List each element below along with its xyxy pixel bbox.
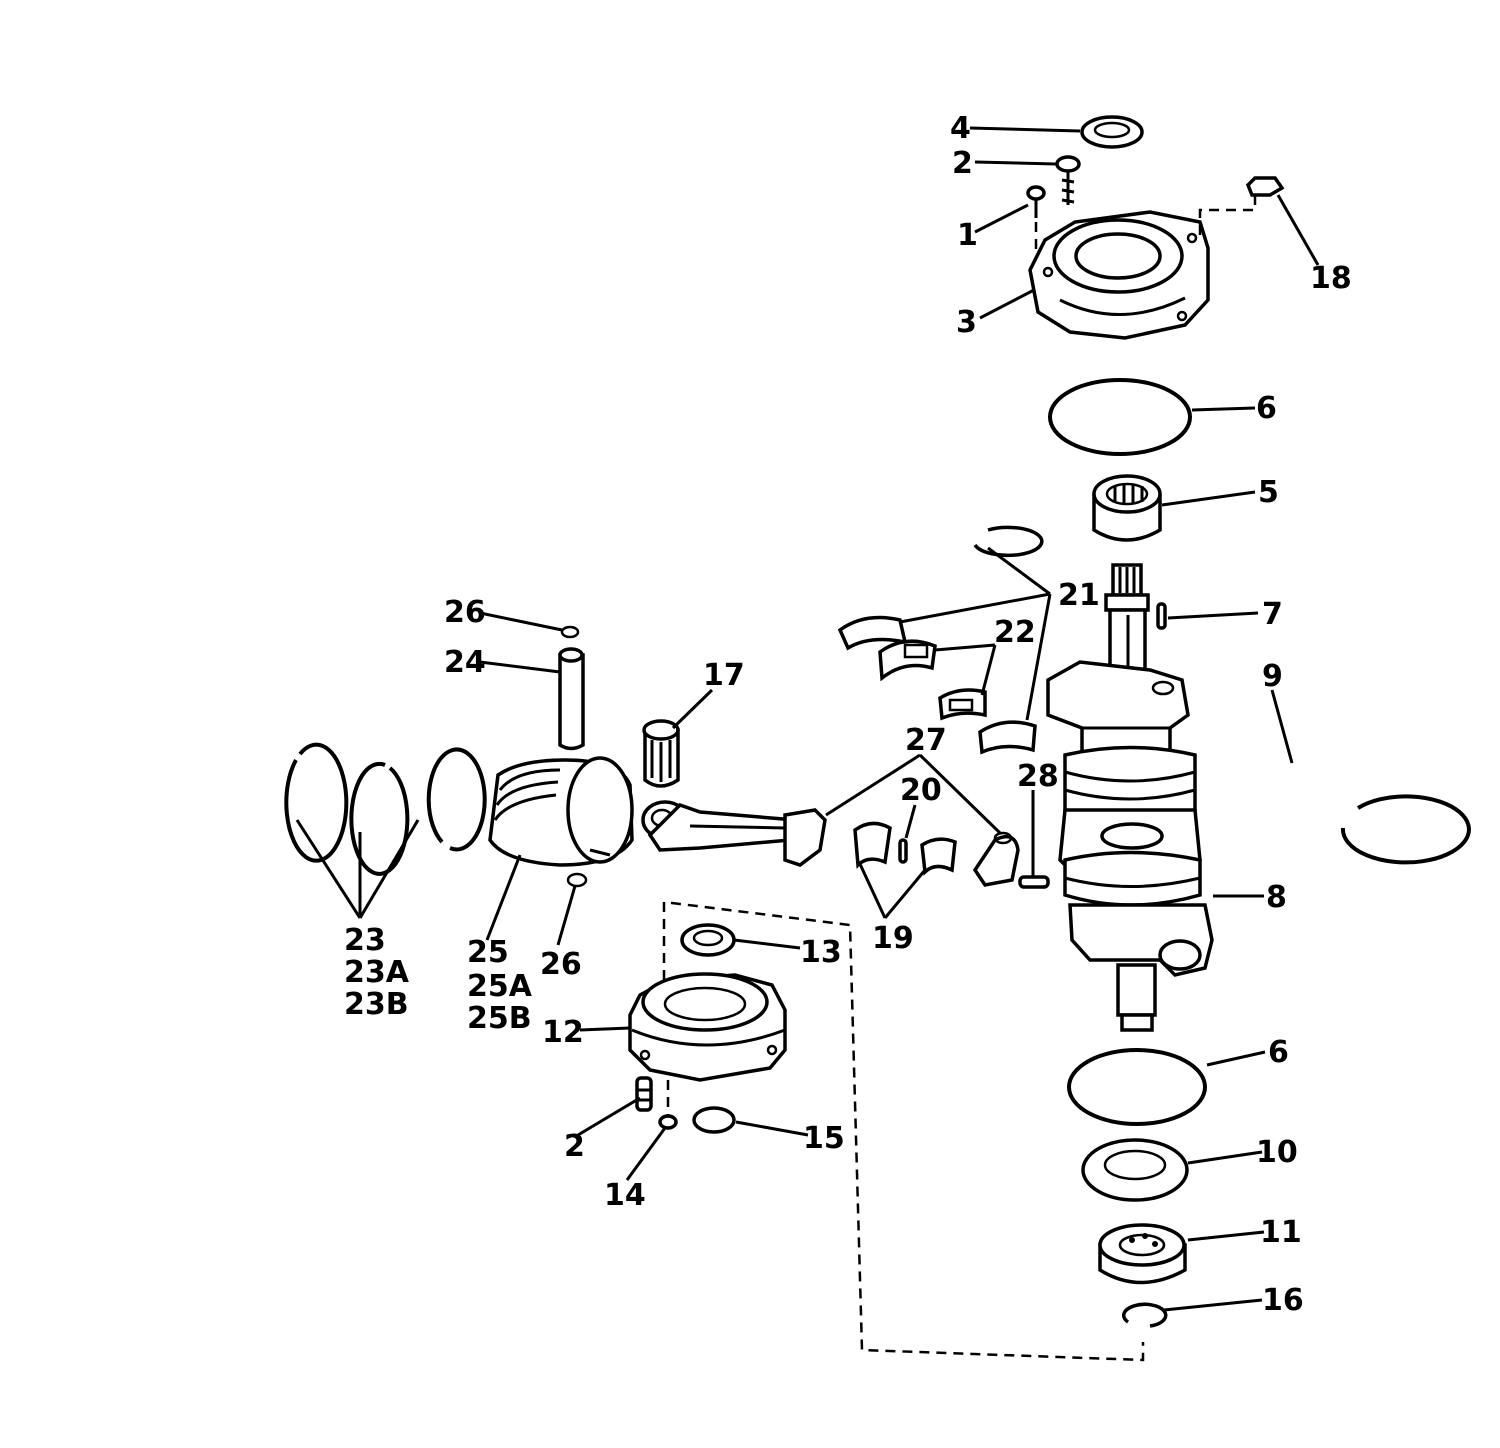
label-27: 27: [905, 723, 947, 758]
label-23: 23: [344, 923, 386, 958]
part-22-bearing-cage-lower: [938, 688, 987, 721]
label-28: 28: [1017, 759, 1059, 794]
label-14: 14: [604, 1178, 646, 1213]
part-8-crankshaft: [1046, 563, 1214, 1032]
part-16-snap-ring: [1122, 1302, 1168, 1328]
part-2-screw-top: [1055, 155, 1081, 205]
label-22: 22: [994, 615, 1036, 650]
label-26-top: 26: [444, 595, 486, 630]
label-2-bottom: 2: [564, 1129, 585, 1164]
label-15: 15: [803, 1121, 845, 1156]
part-4-seal: [1080, 115, 1144, 149]
part-24-piston-pin: [558, 647, 585, 751]
part-26-lock-ring-bottom: [566, 872, 588, 888]
part-20-needle: [898, 838, 908, 864]
label-23A: 23A: [344, 955, 410, 990]
part-17-needle-bearing: [642, 719, 680, 788]
label-26-bottom: 26: [540, 947, 582, 982]
assembly-dashed-line: [662, 900, 1145, 1362]
part-1-screw: [1026, 185, 1046, 255]
label-20: 20: [900, 773, 942, 808]
part-22-bearing-cage-upper: [878, 639, 937, 682]
part-7-key: [1156, 602, 1167, 630]
label-25B: 25B: [467, 1001, 532, 1036]
label-8: 8: [1266, 880, 1287, 915]
part-18-clip: [1245, 176, 1285, 197]
label-11: 11: [1260, 1215, 1302, 1250]
label-4: 4: [950, 111, 971, 146]
part-28-dowel: [1018, 875, 1050, 889]
part-10-plate: [1081, 1138, 1189, 1202]
part-15-o-ring: [692, 1106, 736, 1134]
part-5-needle-bearing: [1092, 474, 1162, 542]
part-6-o-ring-bottom: [1067, 1048, 1207, 1126]
label-6-bottom: 6: [1268, 1035, 1289, 1070]
label-10: 10: [1256, 1135, 1298, 1170]
part-19-bearing-half-left: [853, 821, 892, 869]
label-5: 5: [1258, 475, 1279, 510]
part-21-bearing-liner-lower: [978, 720, 1037, 755]
label-7: 7: [1262, 597, 1283, 632]
label-13: 13: [800, 935, 842, 970]
label-2-top: 2: [952, 146, 973, 181]
part-11-ball-bearing: [1098, 1223, 1187, 1285]
part-25-piston: [488, 756, 634, 867]
label-12: 12: [542, 1015, 584, 1050]
label-23B: 23B: [344, 987, 409, 1022]
label-16: 16: [1262, 1283, 1304, 1318]
connecting-rod: [641, 800, 827, 867]
part-23-piston-ring-1: [284, 742, 349, 863]
label-19: 19: [872, 921, 914, 956]
part-labels: 4 2 1 3 18 6 5 21 7 22 9 17 26 24 27 20 …: [344, 111, 1352, 1318]
part-19-bearing-half-right: [920, 837, 957, 876]
part-9-retaining-ring: [1340, 794, 1471, 865]
label-3: 3: [956, 305, 977, 340]
part-6-o-ring-top: [1048, 378, 1192, 456]
rod-cap: [972, 831, 1020, 887]
part-3-upper-bearing-housing: [1028, 195, 1257, 340]
label-18: 18: [1310, 261, 1352, 296]
part-23-piston-ring-3: [426, 747, 487, 852]
part-13-seal: [680, 923, 736, 957]
part-21-bearing-liner-upper: [837, 615, 908, 651]
part-26-lock-ring-top: [560, 625, 580, 639]
label-9: 9: [1262, 659, 1283, 694]
leader-lines: [295, 126, 1320, 1312]
label-25A: 25A: [467, 969, 533, 1004]
part-23-piston-ring-2: [349, 761, 410, 876]
part-12-lower-bearing-housing: [628, 972, 787, 1082]
label-25: 25: [467, 935, 509, 970]
label-17: 17: [703, 658, 745, 693]
part-2-screw-bottom: [635, 1076, 653, 1112]
label-1: 1: [957, 218, 978, 253]
label-21: 21: [1058, 578, 1100, 613]
label-24: 24: [444, 645, 486, 680]
part-21-bearing-ring: [973, 525, 1044, 558]
part-14-screw: [658, 1080, 678, 1130]
label-6-top: 6: [1256, 391, 1277, 426]
